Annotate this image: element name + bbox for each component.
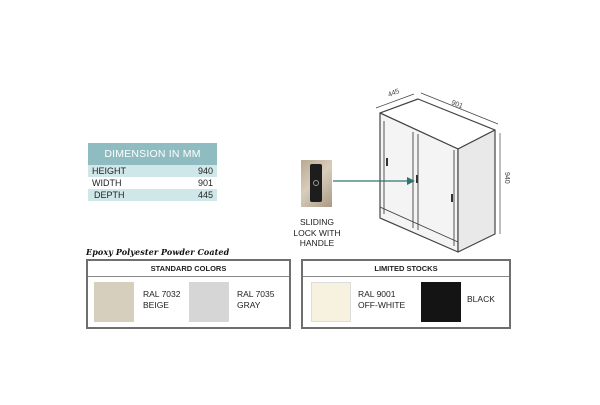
color-name: BEIGE xyxy=(143,299,169,310)
color-name: GRAY xyxy=(237,299,261,310)
height-dimension-label: 940 xyxy=(503,172,510,184)
color-label: RAL 7035 GRAY xyxy=(237,289,275,310)
limited-stocks-title: LIMITED STOCKS xyxy=(374,264,438,273)
depth-dimension-label: 445 xyxy=(387,88,401,99)
dimension-value: 901 xyxy=(171,177,217,189)
color-label: BLACK xyxy=(467,294,495,305)
color-swatch xyxy=(94,282,134,322)
color-label: RAL 7032 BEIGE xyxy=(143,289,181,310)
table-row: DEPTH 445 xyxy=(88,189,217,201)
arrow-head-icon xyxy=(407,177,415,185)
color-swatch xyxy=(421,282,461,322)
color-code: RAL 9001 xyxy=(358,289,396,299)
keyhole-icon xyxy=(313,180,319,186)
color-swatch xyxy=(311,282,351,322)
box-divider xyxy=(88,276,289,277)
limited-stocks-box: LIMITED STOCKS RAL 9001 OFF-WHITE BLACK xyxy=(301,259,511,329)
box-divider xyxy=(303,276,509,277)
table-row: WIDTH 901 xyxy=(88,177,217,189)
finish-title: Epoxy Polyester Powder Coated xyxy=(86,247,230,257)
lock-caption-line: SLIDING xyxy=(299,217,334,227)
lock-caption-line: LOCK WITH xyxy=(293,227,341,238)
lock-caption: SLIDING LOCK WITH HANDLE xyxy=(282,217,352,249)
dimension-label: WIDTH xyxy=(88,177,172,189)
dimension-value: 940 xyxy=(171,165,217,177)
lock-caption-line: HANDLE xyxy=(299,238,335,248)
standard-colors-box: STANDARD COLORS RAL 7032 BEIGE RAL 7035 … xyxy=(86,259,291,329)
color-code: RAL 7035 xyxy=(237,289,275,299)
color-swatch xyxy=(189,282,229,322)
dimension-table: DIMENSION IN MM HEIGHT 940 WIDTH 901 DEP… xyxy=(88,143,217,201)
door-handle xyxy=(386,158,388,166)
door-handle xyxy=(451,194,453,202)
width-dimension-label: 901 xyxy=(450,99,464,110)
dimension-label: HEIGHT xyxy=(88,165,172,177)
dimension-table-header: DIMENSION IN MM xyxy=(88,143,217,165)
standard-colors-title: STANDARD COLORS xyxy=(150,264,227,273)
color-code: RAL 7032 xyxy=(143,289,181,299)
color-name: BLACK xyxy=(467,294,495,304)
color-name: OFF-WHITE xyxy=(358,299,406,310)
dimension-label: DEPTH xyxy=(88,189,172,201)
door-handle xyxy=(416,175,418,183)
dimension-value: 445 xyxy=(171,189,217,201)
table-row: HEIGHT 940 xyxy=(88,165,217,177)
color-label: RAL 9001 OFF-WHITE xyxy=(358,289,405,310)
cabinet-side xyxy=(457,129,496,253)
